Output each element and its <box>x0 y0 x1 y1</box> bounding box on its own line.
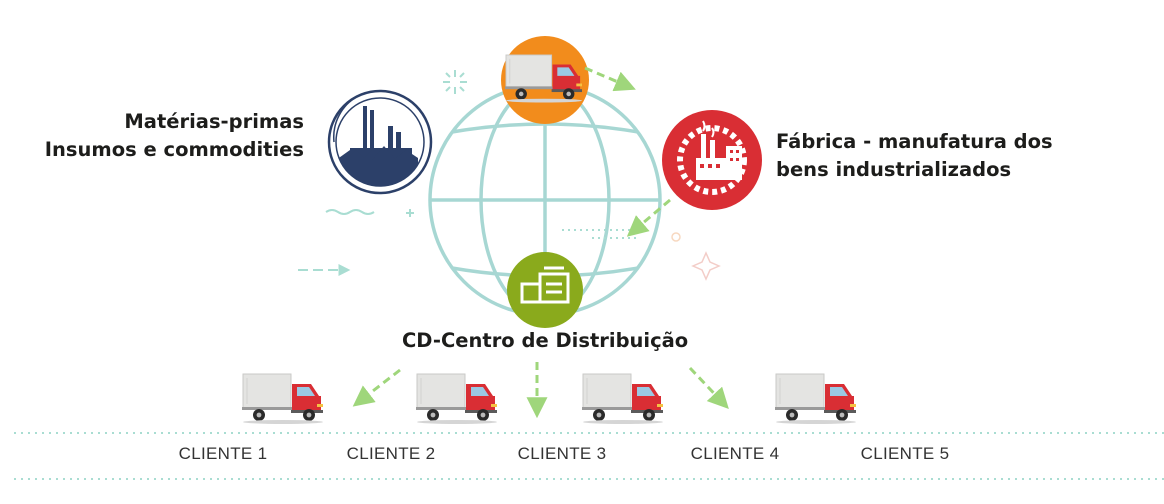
client-2-label: CLIENTE 2 <box>346 444 436 463</box>
truck-icon <box>774 373 857 425</box>
factory-line-1: Fábrica - manufatura dos <box>776 130 1053 153</box>
raw-materials-line-2: Insumos e commodities <box>44 138 304 161</box>
transport-truck-circle <box>501 36 589 124</box>
client-4-label: CLIENTE 4 <box>690 444 780 463</box>
raw-materials-line-1: Matérias-primas <box>124 110 304 133</box>
factory-line-2: bens industrializados <box>776 158 1012 181</box>
client-trucks <box>241 373 857 425</box>
truck-icon <box>241 373 324 425</box>
factory-gear-icon <box>662 110 762 210</box>
factory-skyline-icon <box>327 89 433 195</box>
client-3-label: CLIENTE 3 <box>517 444 607 463</box>
factory-label: Fábrica - manufatura dos bens industrial… <box>776 128 1053 184</box>
raw-materials-label: Matérias-primas Insumos e commodities <box>45 108 304 164</box>
decorative-sparkles <box>298 70 721 281</box>
flow-arrows <box>352 66 729 419</box>
warehouse-icon <box>507 252 583 328</box>
truck-icon <box>581 373 664 425</box>
dotted-lines <box>14 432 1164 480</box>
distribution-center-label: CD-Centro de Distribuição <box>402 328 688 354</box>
client-5-label: CLIENTE 5 <box>860 444 950 463</box>
truck-icon <box>415 373 498 425</box>
distribution-center-text: CD-Centro de Distribuição <box>402 329 689 352</box>
client-1-label: CLIENTE 1 <box>178 444 268 463</box>
